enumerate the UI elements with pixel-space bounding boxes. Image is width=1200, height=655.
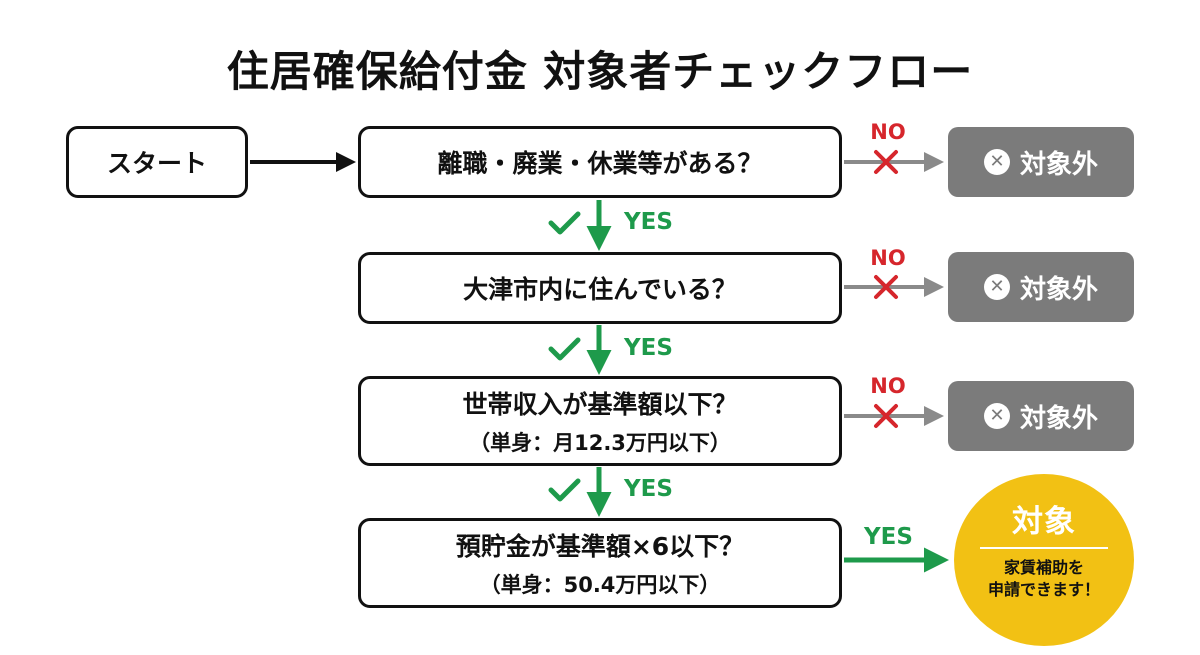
yes-label-q3: YES <box>624 476 673 502</box>
not-eligible-node-1: ✕ 対象外 <box>948 127 1134 197</box>
not-eligible-node-3: ✕ 対象外 <box>948 381 1134 451</box>
question-3-text: 世帯収入が基準額以下？ <box>462 390 738 419</box>
yes-label-q1: YES <box>624 209 673 235</box>
question-1-text: 離職・廃業・休業等がある？ <box>437 149 763 178</box>
not-eligible-label: 対象外 <box>1019 403 1098 434</box>
no-label-q1: NO <box>870 120 906 144</box>
checkmark-icon <box>548 478 581 502</box>
eligible-note-line-2: 申請できます！ <box>987 580 1100 599</box>
no-label-q2: NO <box>870 246 906 270</box>
cross-icon <box>874 404 898 428</box>
circle-x-icon: ✕ <box>983 149 1010 175</box>
question-4-note: （単身：50.4万円以下） <box>479 573 721 597</box>
eligible-node: 対象 家賃補助を 申請できます！ <box>954 474 1134 646</box>
question-2-text: 大津市内に住んでいる？ <box>463 275 737 304</box>
cross-icon <box>874 150 898 174</box>
not-eligible-label: 対象外 <box>1019 274 1098 305</box>
question-2-node: 大津市内に住んでいる？ <box>358 252 842 324</box>
checkmark-icon <box>548 337 581 361</box>
no-label-q3: NO <box>870 374 906 398</box>
start-node: スタート <box>66 126 248 198</box>
yes-label-q2: YES <box>624 335 673 361</box>
cross-icon <box>874 275 898 299</box>
question-4-node: 預貯金が基準額×6以下？ （単身：50.4万円以下） <box>358 518 842 608</box>
eligible-note-line-1: 家賃補助を <box>1003 558 1084 577</box>
not-eligible-node-2: ✕ 対象外 <box>948 252 1134 322</box>
checkmark-icon <box>548 211 581 235</box>
eligible-note: 家賃補助を 申請できます！ <box>988 557 1100 601</box>
yes-label-q4: YES <box>864 524 913 550</box>
eligible-label: 対象 <box>1012 504 1076 540</box>
question-4-text: 預貯金が基準額×6以下？ <box>455 532 745 561</box>
question-1-node: 離職・廃業・休業等がある？ <box>358 126 842 198</box>
circle-x-icon: ✕ <box>983 274 1010 300</box>
not-eligible-label: 対象外 <box>1019 149 1098 180</box>
question-3-node: 世帯収入が基準額以下？ （単身：月12.3万円以下） <box>358 376 842 466</box>
start-label: スタート <box>106 149 207 178</box>
question-3-note: （単身：月12.3万円以下） <box>469 431 731 455</box>
circle-x-icon: ✕ <box>983 403 1010 429</box>
flow-title: 住居確保給付金 対象者チェックフロー <box>226 47 974 96</box>
eligible-divider <box>980 547 1108 549</box>
